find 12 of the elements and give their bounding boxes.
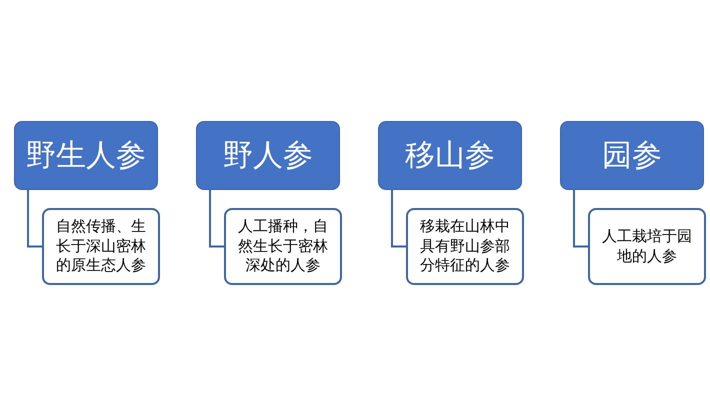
connector-line: [27, 190, 42, 248]
connector-line: [391, 190, 406, 248]
description-box: 人工播种，自然生长于密林深处的人参: [224, 208, 342, 285]
connector-line: [573, 190, 588, 248]
connector-line: [209, 190, 224, 248]
description-box: 自然传播、生长于深山密林的原生态人参: [42, 208, 160, 285]
category-box: 园参: [560, 121, 704, 190]
description-box: 移栽在山林中具有野山参部分特征的人参: [406, 208, 524, 285]
category-box: 野人参: [196, 121, 340, 190]
category-box: 野生人参: [14, 121, 158, 190]
description-box: 人工栽培于园地的人参: [588, 208, 706, 285]
category-box: 移山参: [378, 121, 522, 190]
